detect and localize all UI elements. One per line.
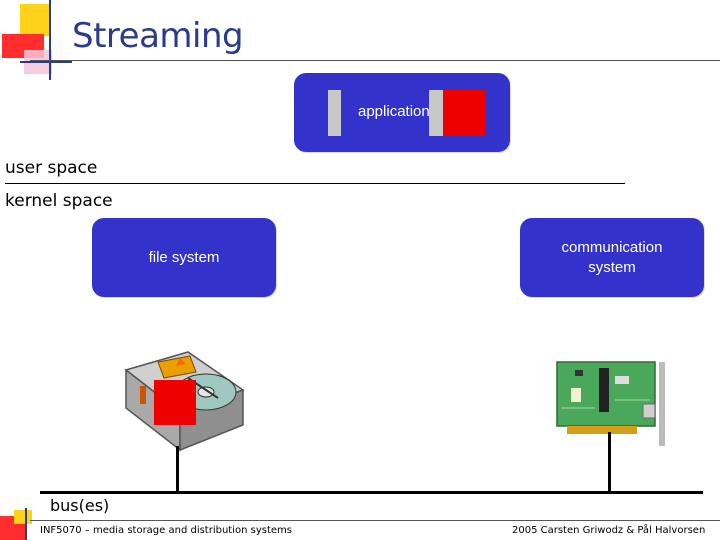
communication-system-label: communication system: [561, 238, 663, 276]
network-card-icon: [556, 361, 665, 446]
footer-logo-icon: [0, 508, 32, 540]
header-divider: [30, 60, 720, 61]
disk-bus-connector: [176, 446, 179, 493]
user-space-label: user space: [5, 158, 98, 178]
buffer-left-bar: [328, 90, 341, 136]
application-label: application: [358, 103, 430, 120]
application-box: application: [294, 73, 510, 152]
nic-bus-connector: [608, 432, 611, 493]
file-system-box: file system: [92, 218, 276, 297]
buffer-right-bar: [429, 90, 443, 136]
bus-label: bus(es): [50, 496, 110, 515]
data-block: [443, 90, 485, 136]
hard-disk-icon: [124, 351, 245, 452]
slide-title: Streaming: [72, 16, 244, 56]
slide-logo-icon: [2, 0, 72, 80]
user-kernel-divider: [5, 183, 625, 184]
disk-data-block: [154, 380, 196, 425]
footer-authors: 2005 Carsten Griwodz & Pål Halvorsen: [512, 525, 706, 536]
communication-system-box: communication system: [520, 218, 704, 297]
file-system-label: file system: [148, 249, 220, 266]
footer-divider: [30, 520, 720, 521]
bus-line: [40, 491, 703, 494]
kernel-space-label: kernel space: [5, 191, 113, 211]
footer-course: INF5070 – media storage and distribution…: [40, 525, 293, 536]
